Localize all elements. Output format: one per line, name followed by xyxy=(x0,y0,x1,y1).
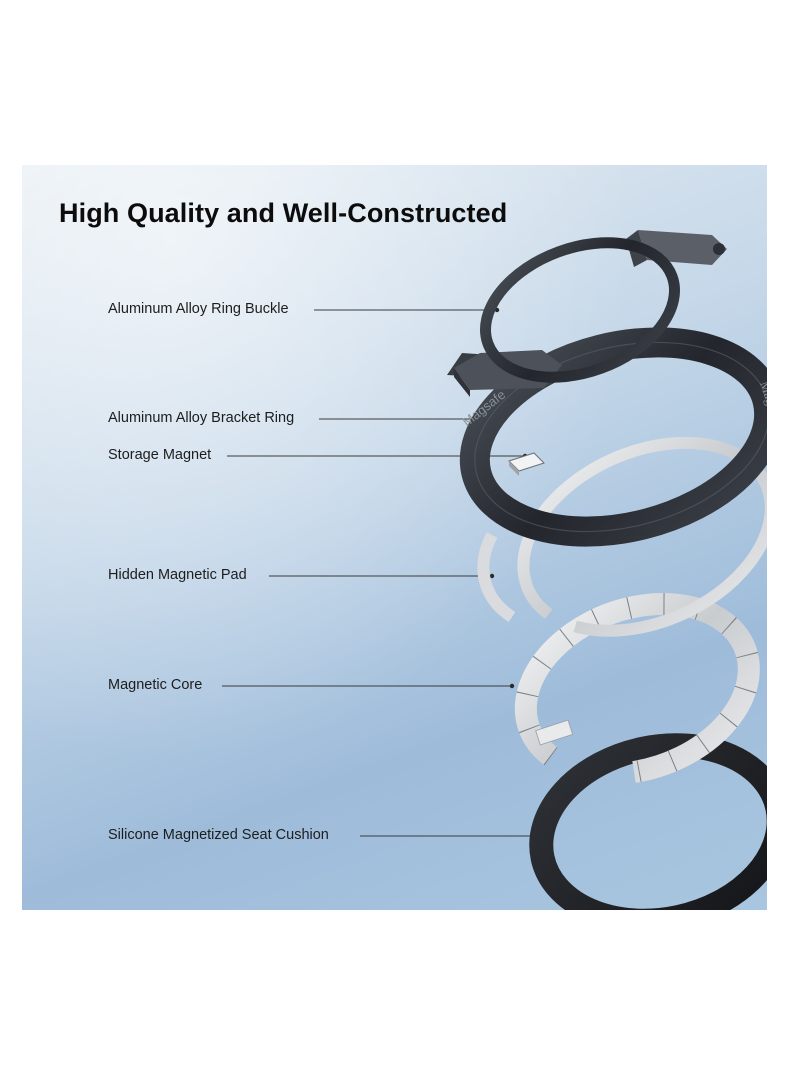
label-storage-magnet: Storage Magnet xyxy=(108,447,212,463)
seat-cushion-ring xyxy=(529,733,767,910)
label-ring-buckle: Aluminum Alloy Ring Buckle xyxy=(108,301,289,317)
label-seat-cushion: Silicone Magnetized Seat Cushion xyxy=(108,827,329,843)
label-bracket-ring: Aluminum Alloy Bracket Ring xyxy=(108,410,295,426)
hidden-magnetic-pad-ring xyxy=(477,436,767,637)
exploded-ring-illustration: Magsafe Magnetic attraction ring clasp xyxy=(222,230,767,910)
storage-magnet xyxy=(508,452,545,476)
label-magnetic-core: Magnetic Core xyxy=(108,677,203,693)
ring-buckle xyxy=(454,230,727,397)
core-segment xyxy=(535,719,574,746)
leader-lines xyxy=(222,309,545,837)
label-hidden-magnetic-pad: Hidden Magnetic Pad xyxy=(108,567,247,583)
product-panel: High Quality and Well-Constructed Alumin… xyxy=(22,165,767,910)
headline: High Quality and Well-Constructed xyxy=(59,198,508,228)
